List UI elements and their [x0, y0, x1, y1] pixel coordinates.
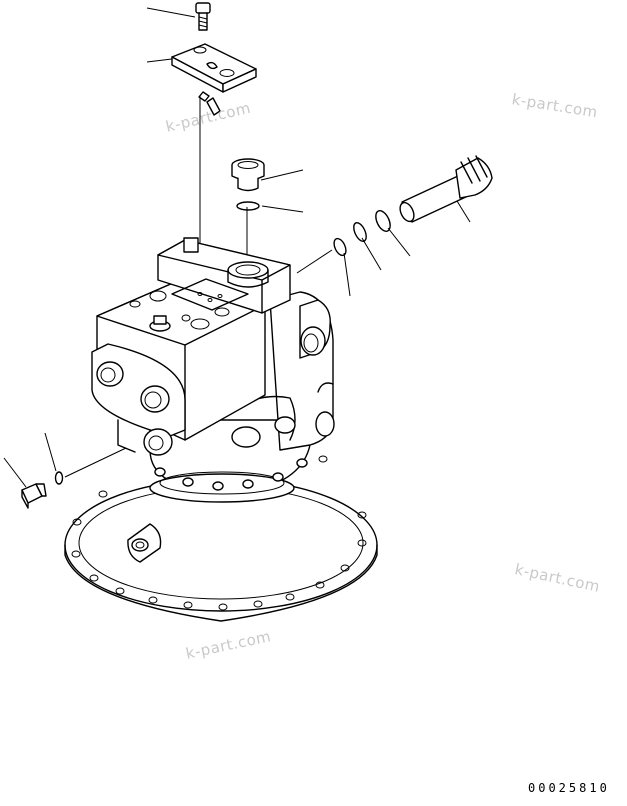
- leader-oring-side: [44, 432, 57, 472]
- leader-bolt: [146, 7, 196, 18]
- leader-pipe: [456, 200, 471, 223]
- bolt-top: [195, 2, 211, 31]
- plate-hole: [219, 69, 235, 77]
- oring-left: [333, 237, 347, 257]
- oring-side: [54, 471, 64, 485]
- cover-plate: [171, 43, 257, 93]
- leader-plug: [260, 169, 304, 181]
- motor-housing: [91, 237, 335, 503]
- leader-ring-left: [343, 252, 351, 297]
- leader-oring-top: [261, 205, 304, 213]
- oring-mid: [353, 221, 367, 243]
- plug: [231, 158, 265, 192]
- axis-line-side: [64, 447, 127, 478]
- oring-top: [236, 201, 260, 211]
- flange-holes: [71, 455, 367, 611]
- pipe-fitting: [399, 155, 493, 223]
- mounting-flange: [64, 455, 378, 622]
- housing-bolts: [154, 458, 308, 491]
- dowel-pins: [198, 91, 221, 116]
- drawing-code: 00025810: [528, 781, 610, 795]
- axis-line-rings: [296, 249, 333, 274]
- leader-ring-right: [387, 227, 411, 257]
- bolt-head: [195, 2, 211, 14]
- leader-side-bolt: [3, 457, 27, 488]
- top-face-holes: [129, 290, 230, 330]
- top-port: [227, 261, 269, 279]
- leader-ring-mid: [361, 237, 382, 271]
- plate-hole: [193, 46, 207, 54]
- leader-lines: [3, 7, 471, 488]
- oring-right: [375, 210, 391, 232]
- side-bolt: [21, 483, 47, 509]
